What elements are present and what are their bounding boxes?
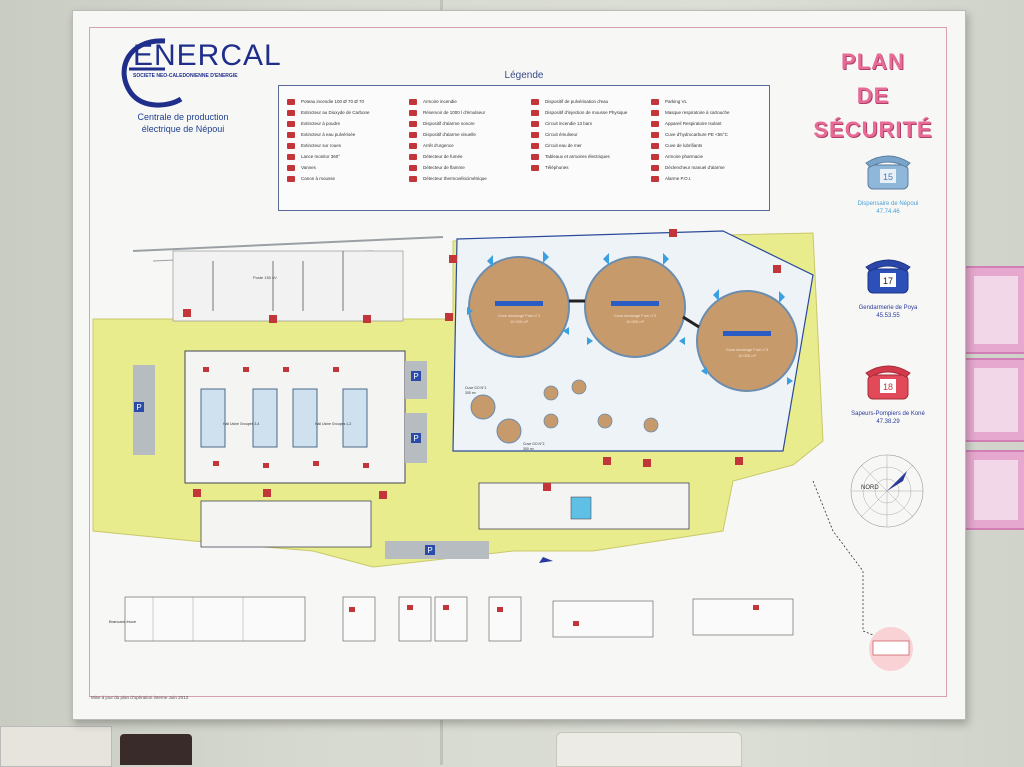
parking-label: P <box>427 546 432 555</box>
site-map: Poste 150 kV Cuve stockage Fuel n°1 10 0… <box>92 229 913 671</box>
contact-pompiers: 18 Sapeurs-Pompiers de Koné 47.38.29 <box>833 361 943 426</box>
title-line-3: SÉCURITÉ <box>813 117 933 142</box>
legend-item: Extincteur au Dioxyde de Carbone <box>285 107 405 118</box>
parking-label: P <box>413 372 418 381</box>
legend-item: Réservoir de 1000 l d'émulseur <box>407 107 527 118</box>
legend-item: Circuit émulseur <box>529 129 649 140</box>
plan-title: PLAN DE SÉCURITÉ <box>783 45 963 147</box>
tank-2-volume: 10 000 m³ <box>626 319 645 324</box>
tank-2-label: Cuve stockage Fuel n°2 <box>614 313 657 318</box>
power-outlet <box>0 726 112 767</box>
legend-column-3: Dispositif de pulvérisation d'eau Dispos… <box>529 96 649 173</box>
legend-item: Dispositif d'injection de mousse Physiqu… <box>529 107 649 118</box>
side-panel-1 <box>964 266 1024 354</box>
legend-column-4: Parking VL Masque respiratoire à cartouc… <box>649 96 769 184</box>
tank-3-volume: 10 000 m³ <box>738 353 757 358</box>
tank-1-volume: 10 000 m³ <box>510 319 529 324</box>
telephone-icon: 18 <box>865 365 911 400</box>
compass-rose-icon: NORD <box>850 454 924 528</box>
legend-item: Extincteur à eau pulvérisée <box>285 129 405 140</box>
parking-label: P <box>413 434 418 443</box>
small-tank-2-volume: 300 m³ <box>523 447 535 451</box>
board-frame <box>89 27 947 697</box>
detail-plans: Brancard étuve <box>109 596 794 642</box>
legend-item: Armoire incendie <box>407 96 527 107</box>
legend-item: Appareil Respiratoire Isolant <box>649 118 769 129</box>
legend-item: Extincteur à poudre <box>285 118 405 129</box>
side-panel-2 <box>964 358 1024 442</box>
plant-name: Centrale de production électrique de Nép… <box>137 112 229 134</box>
legend-item: Arrêt d'urgence <box>407 140 527 151</box>
legend-item: Téléphones <box>529 162 649 173</box>
logo-tagline: SOCIETE NEO-CALEDONIENNE D'ENERGIE <box>133 73 238 79</box>
legend-item: Parking VL <box>649 96 769 107</box>
legend-item: Circuit eau de mer <box>529 140 649 151</box>
legend-box: Légende Poteau incendie 100 Ø 70 Ø 70 Ex… <box>278 70 770 211</box>
legend-column-1: Poteau incendie 100 Ø 70 Ø 70 Extincteur… <box>285 96 405 184</box>
legend-item: Cuve d'hydrocarbure PE <55°C <box>649 129 769 140</box>
enercal-logo-icon <box>121 38 183 108</box>
telephone-icon: 17 <box>865 259 911 294</box>
substation-label: Poste 150 kV <box>253 275 277 280</box>
title-line-2: DE <box>856 83 890 108</box>
legend-item: Cuve de lubrifiants <box>649 140 769 151</box>
contact-dispensaire: 15 Dispensaire de Népoui 47.74.46 <box>833 151 943 216</box>
legend-item: Détecteur de fumée <box>407 151 527 162</box>
detail-plan-label: Brancard étuve <box>109 619 137 624</box>
contact-phone: 47.74.46 <box>876 209 900 215</box>
legend-item: Poteau incendie 100 Ø 70 Ø 70 <box>285 96 405 107</box>
emergency-number: 15 <box>883 172 893 182</box>
legend-item: Tableaux et armoires électriques <box>529 151 649 162</box>
legend-item: Extincteur sur roues <box>285 140 405 151</box>
small-tank-1-volume: 300 m³ <box>465 391 477 395</box>
small-tank-1-label: Cuve GO N°1 <box>465 386 486 390</box>
compass-label: NORD <box>861 485 879 491</box>
legend-item: Armoire pharmacie <box>649 151 769 162</box>
hall-label: Hall Usine Groupes 1-2 <box>315 422 351 426</box>
legend-item: Dispositif d'alarme sonore <box>407 118 527 129</box>
contact-label: Sapeurs-Pompiers de Koné <box>851 411 925 417</box>
contact-label: Gendarmerie de Poya <box>858 305 918 311</box>
legend-item: Dispositif d'alarme visuelle <box>407 129 527 140</box>
tank-1-label: Cuve stockage Fuel n°1 <box>498 313 541 318</box>
contact-phone: 45.53.55 <box>876 313 900 319</box>
safety-plan-board: ENERCAL SOCIETE NEO-CALEDONIENNE D'ENERG… <box>72 10 966 720</box>
update-note: Mise à jour du plan d'opération interne … <box>91 695 189 700</box>
contact-gendarmerie: 17 Gendarmerie de Poya 45.53.55 <box>833 255 943 320</box>
hall-label: Hall Usine Groupes 3-4 <box>223 422 259 426</box>
legend-title: Légende <box>504 70 544 81</box>
legend-item: Lance monitor 360° <box>285 151 405 162</box>
legend-item: Détecteur thermovélocimétrique <box>407 173 527 184</box>
parking-label: P <box>136 403 141 412</box>
telephone-icon: 15 <box>865 155 911 190</box>
legend-item: Détecteur de flamme <box>407 162 527 173</box>
contact-phone: 47.38.29 <box>876 419 900 425</box>
contact-label: Dispensaire de Népoui <box>857 201 919 207</box>
legend-item: Dispositif de pulvérisation d'eau <box>529 96 649 107</box>
tank-3-label: Cuve stockage Fuel n°3 <box>726 347 769 352</box>
legend-item: Alarme P.O.I. <box>649 173 769 184</box>
legend-item: Déclencheur manuel d'alarme <box>649 162 769 173</box>
legend-item: Canon à mousse <box>285 173 405 184</box>
legend-column-2: Armoire incendie Réservoir de 1000 l d'é… <box>407 96 527 184</box>
emergency-number: 18 <box>883 382 893 392</box>
emergency-number: 17 <box>883 276 893 286</box>
legend-item: Masque respiratoire à cartouche <box>649 107 769 118</box>
dark-object <box>120 734 192 765</box>
logo-name: ENERCAL <box>133 39 282 72</box>
legend-item: Vannes <box>285 162 405 173</box>
title-line-1: PLAN <box>841 49 905 74</box>
wall-box <box>556 732 742 767</box>
side-panel-3 <box>964 450 1024 530</box>
small-tank-2-label: Cuve GO N°2 <box>523 442 544 446</box>
legend-item: Circuit incendie 13 bars <box>529 118 649 129</box>
